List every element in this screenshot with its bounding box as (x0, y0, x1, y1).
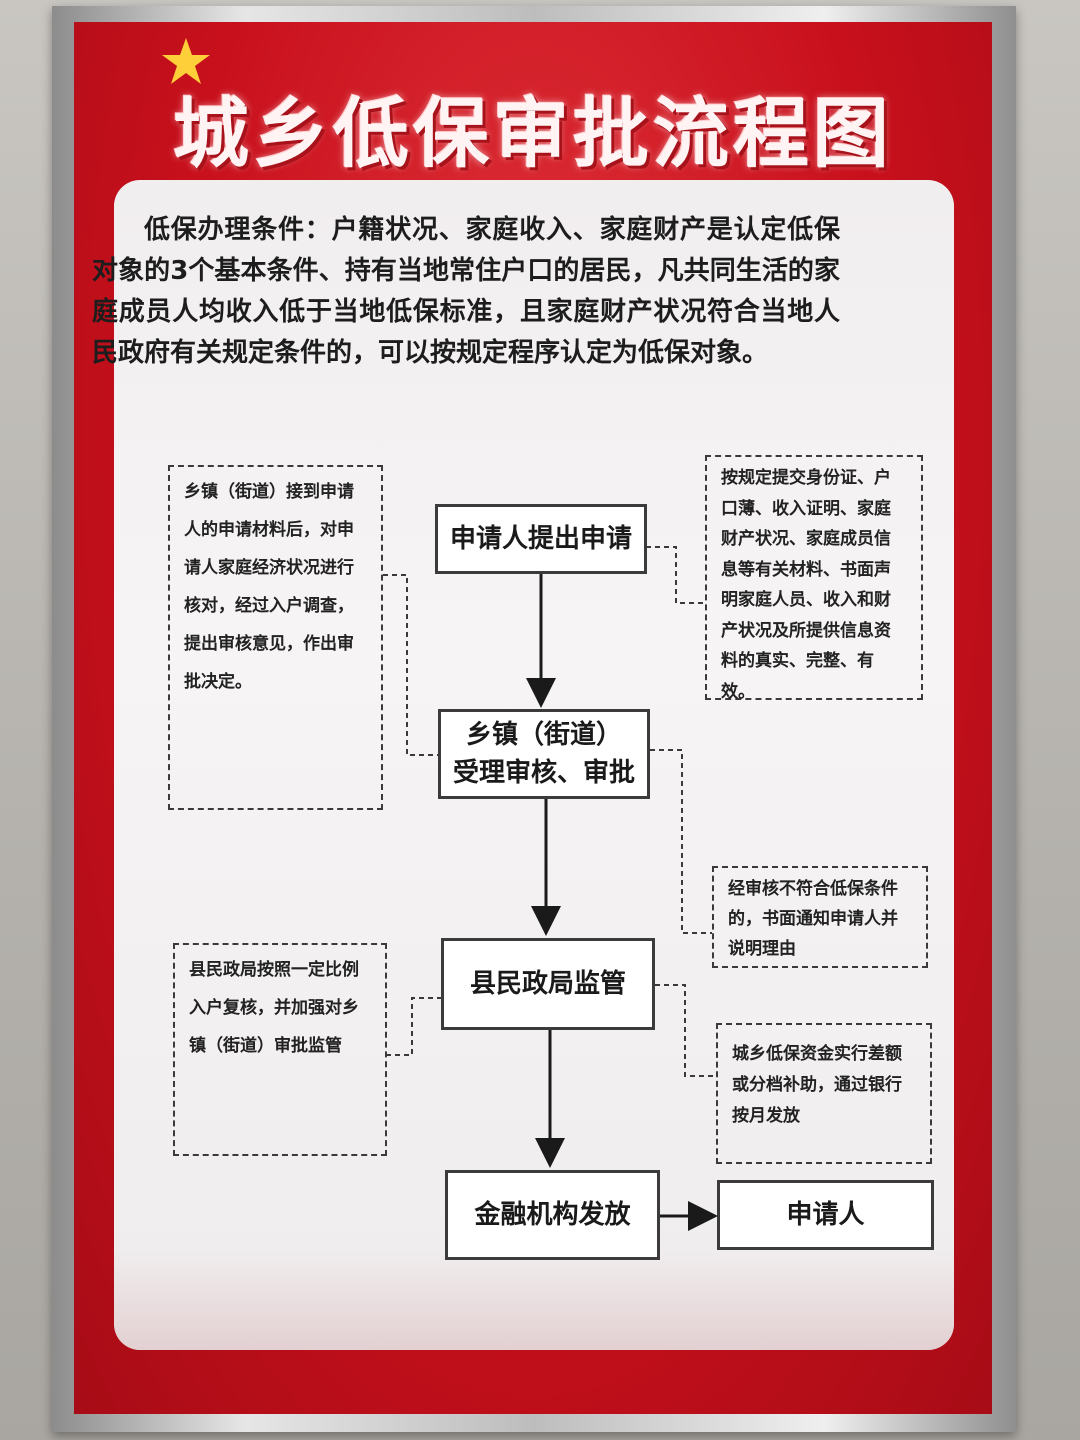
panel-bottom-decoration (114, 1250, 954, 1350)
step-apply-box: 申请人提出申请 (435, 504, 647, 574)
poster-title: 城乡低保审批流程图 (173, 89, 893, 178)
note-county-recheck-text: 县民政局按照一定比例入户复核，并加强对乡镇（街道）审批监管 (189, 960, 359, 1056)
note-township-review-text: 乡镇（街道）接到申请人的申请材料后，对申请人家庭经济状况进行核对，经过入户调查，… (184, 482, 354, 692)
step-township-line2: 受理审核、审批 (452, 758, 635, 788)
step-county-label: 县民政局监管 (469, 969, 626, 999)
step-township-line1: 乡镇（街道） (465, 720, 622, 750)
star-icon (162, 38, 210, 84)
note-required-documents: 按规定提交身份证、户口薄、收入证明、家庭财产状况、家庭成员信息等有关材料、书面声… (705, 455, 923, 702)
step-bank-box: 金融机构发放 (445, 1170, 660, 1260)
note-fund-payment-text: 城乡低保资金实行差额或分档补助，通过银行按月发放 (732, 1044, 902, 1126)
step-bank-label: 金融机构发放 (474, 1200, 631, 1230)
connector-right3 (655, 984, 716, 1077)
note-county-recheck: 县民政局按照一定比例入户复核，并加强对乡镇（街道）审批监管 (173, 943, 387, 1156)
step-applicant-box: 申请人 (717, 1180, 934, 1250)
connector-right1 (646, 546, 706, 604)
note-rejection-notice: 经审核不符合低保条件的，书面通知申请人并说明理由 (712, 866, 928, 968)
note-township-review: 乡镇（街道）接到申请人的申请材料后，对申请人家庭经济状况进行核对，经过入户调查，… (168, 465, 383, 810)
step-county-box: 县民政局监管 (441, 938, 655, 1030)
step-applicant-label: 申请人 (786, 1200, 865, 1230)
note-rejection-notice-text: 经审核不符合低保条件的，书面通知申请人并说明理由 (728, 879, 898, 959)
eligibility-intro: 低保办理条件：户籍状况、家庭收入、家庭财产是认定低保对象的3个基本条件、持有当地… (92, 215, 840, 368)
step-apply-label: 申请人提出申请 (449, 524, 632, 554)
note-required-documents-text: 按规定提交身份证、户口薄、收入证明、家庭财产状况、家庭成员信息等有关材料、书面声… (721, 468, 891, 702)
note-fund-payment: 城乡低保资金实行差额或分档补助，通过银行按月发放 (716, 1023, 932, 1164)
connector-left1 (383, 574, 439, 756)
step-township-box: 乡镇（街道） 受理审核、审批 (438, 709, 650, 799)
connector-left2 (386, 997, 441, 1056)
connector-right2 (650, 749, 712, 934)
